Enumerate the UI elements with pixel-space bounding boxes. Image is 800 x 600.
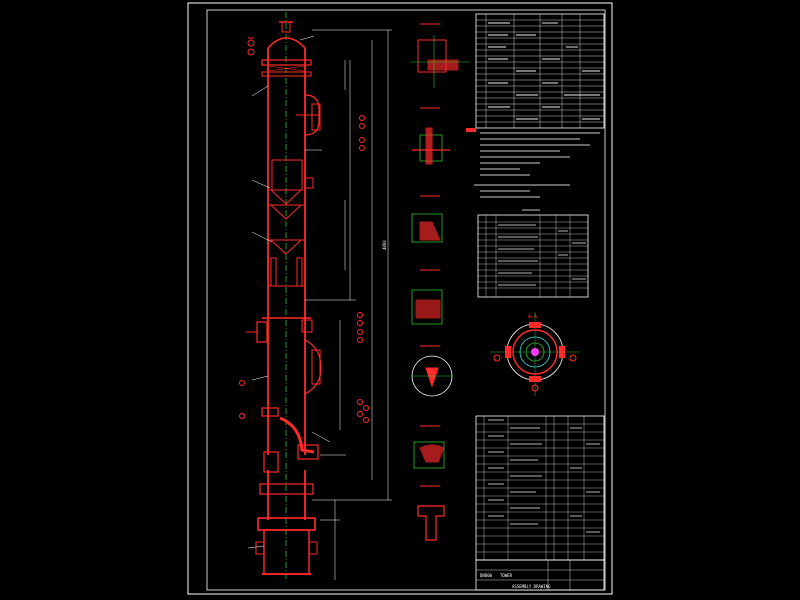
outer-frame	[187, 2, 613, 595]
title-block-text-3: ASSEMBLY DRAWING	[512, 584, 551, 589]
bend-pipe	[279, 416, 315, 454]
base-flange	[259, 483, 314, 495]
title-block-text-1: DN800	[480, 573, 493, 578]
section-view-label: A-A	[528, 314, 537, 320]
technical-data-table	[475, 13, 605, 129]
overall-height-dimension: 4860	[382, 240, 387, 250]
top-flange	[261, 59, 312, 66]
top-head	[267, 37, 306, 49]
nozzle-symbols	[357, 115, 369, 423]
detail-views	[410, 23, 470, 541]
nozzle-table	[477, 209, 589, 298]
inner-frame	[206, 9, 606, 591]
title-block-text-2: TOWER	[500, 573, 513, 578]
section-view: A-A	[490, 312, 580, 396]
distributor-section	[268, 159, 305, 287]
title-block: DN800 TOWER ASSEMBLY DRAWING	[475, 559, 605, 591]
bill-of-materials	[475, 415, 605, 561]
tower-elevation: 4860	[239, 12, 392, 580]
dimension-lines	[305, 29, 392, 580]
technical-notes	[466, 128, 600, 198]
